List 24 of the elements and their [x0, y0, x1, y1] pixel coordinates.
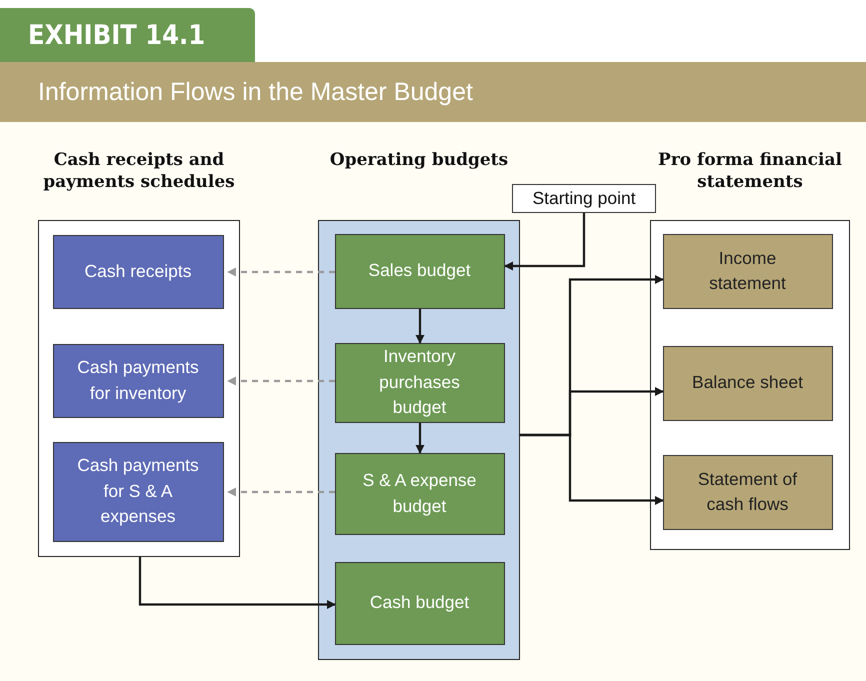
- process-box: Sales budget: [334, 234, 504, 308]
- arrow: [227, 488, 335, 496]
- process-box: Cash budget: [334, 562, 504, 644]
- column-heading: Cash receipts and payments schedules: [43, 150, 235, 192]
- exhibit-tab: EXHIBIT 14.1: [0, 8, 255, 62]
- process-box: Cash receipts: [52, 234, 224, 308]
- process-box: Balance sheet: [662, 346, 832, 420]
- column-heading: Pro forma financial statements: [658, 150, 842, 192]
- process-box: Cash payments for inventory: [52, 344, 224, 418]
- arrow: [416, 423, 424, 454]
- arrow: [227, 376, 335, 386]
- process-box: Income statement: [662, 234, 832, 308]
- arrow: [520, 434, 664, 505]
- arrow: [138, 557, 336, 609]
- process-box: Inventory purchases budget: [334, 342, 504, 422]
- process-box: Statement of cash flows: [662, 454, 832, 530]
- process-box: S & A expense budget: [334, 452, 504, 534]
- arrow: [416, 309, 424, 344]
- column-heading: Operating budgets: [330, 150, 508, 170]
- process-box: Cash payments for S & A expenses: [52, 442, 224, 542]
- arrow: [504, 213, 586, 270]
- arrow: [227, 268, 335, 276]
- callout-box: Starting point: [512, 184, 656, 213]
- title-band: Information Flows in the Master Budget: [0, 62, 866, 122]
